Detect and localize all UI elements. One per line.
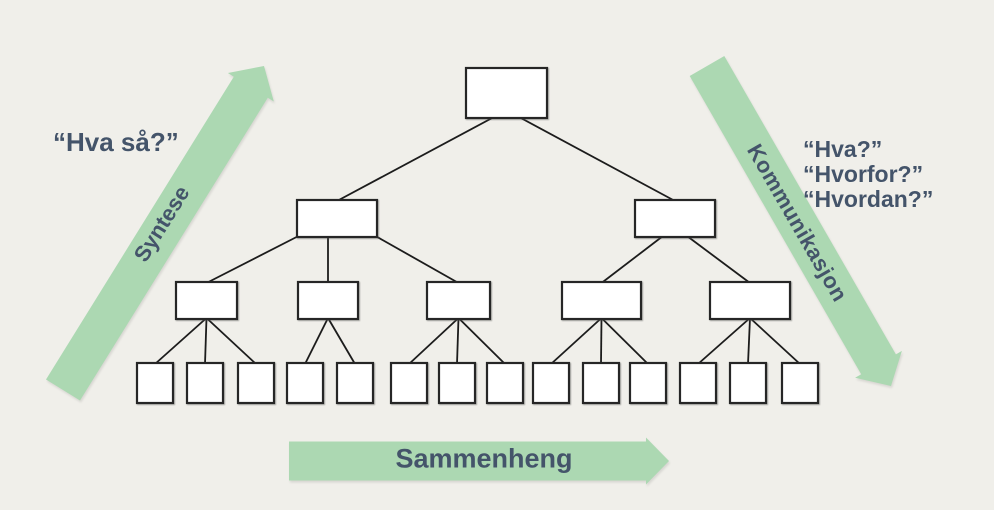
pyramid-box-l4-0 — [135, 361, 175, 405]
pyramid-box-l4-8 — [531, 361, 571, 405]
right-quote-hvordan: “Hvordan?” — [803, 186, 934, 212]
pyramid-box-l3-0 — [174, 280, 239, 321]
connector-line — [600, 317, 603, 365]
pyramid-box-l2-1 — [633, 198, 717, 239]
pyramid-box-l4-1 — [185, 361, 225, 405]
pyramid-box-l3-4 — [708, 280, 792, 321]
pyramid-box-l4-13 — [780, 361, 820, 405]
pyramid-box-l4-2 — [236, 361, 276, 405]
connector-line — [154, 317, 208, 365]
syntese-arrow — [46, 66, 274, 401]
pyramid-box-l4-11 — [678, 361, 718, 405]
connector-line — [408, 317, 460, 365]
pyramid-box-l4-6 — [437, 361, 477, 405]
connector-line — [550, 317, 603, 365]
connector-line — [327, 317, 356, 365]
pyramid-box-l4-10 — [628, 361, 668, 405]
pyramid-box-l3-1 — [296, 280, 360, 321]
connector-line — [205, 317, 257, 365]
connector-line — [697, 317, 751, 365]
pyramid-box-top — [464, 66, 549, 120]
connector-line — [375, 235, 459, 284]
pyramid-box-l3-2 — [425, 280, 492, 321]
right-quote-hva: “Hva?” — [803, 136, 883, 162]
pyramid-box-l4-5 — [389, 361, 429, 405]
right-quotes-block: “Hva?” “Hvorfor?” “Hvordan?” — [803, 137, 933, 212]
connector-line — [204, 317, 208, 365]
pyramid-box-l4-12 — [728, 361, 768, 405]
connector-line — [747, 317, 751, 365]
connector-line — [600, 235, 664, 284]
sammenheng-arrow-label: Sammenheng — [395, 443, 573, 474]
connector-line — [518, 116, 676, 202]
connector-line — [336, 116, 495, 202]
pyramid-box-l2-0 — [295, 198, 379, 239]
kommunikasjon-arrow — [689, 56, 902, 386]
pyramid-box-l4-9 — [581, 361, 621, 405]
pyramid-box-l3-3 — [560, 280, 643, 321]
connector-line — [206, 235, 299, 284]
left-quote-label: “Hva så?” — [53, 127, 179, 157]
pyramid-box-l4-7 — [485, 361, 525, 405]
connector-line — [304, 317, 329, 365]
connector-line — [457, 317, 506, 365]
connector-line — [749, 317, 801, 365]
sammenheng-arrow — [289, 437, 669, 485]
pyramid-box-l4-3 — [285, 361, 325, 405]
pyramid-box-l4-4 — [335, 361, 375, 405]
connector-line — [686, 235, 751, 284]
connector-line — [600, 317, 649, 365]
connector-line — [456, 317, 460, 365]
right-quote-hvorfor: “Hvorfor?” — [803, 161, 924, 187]
